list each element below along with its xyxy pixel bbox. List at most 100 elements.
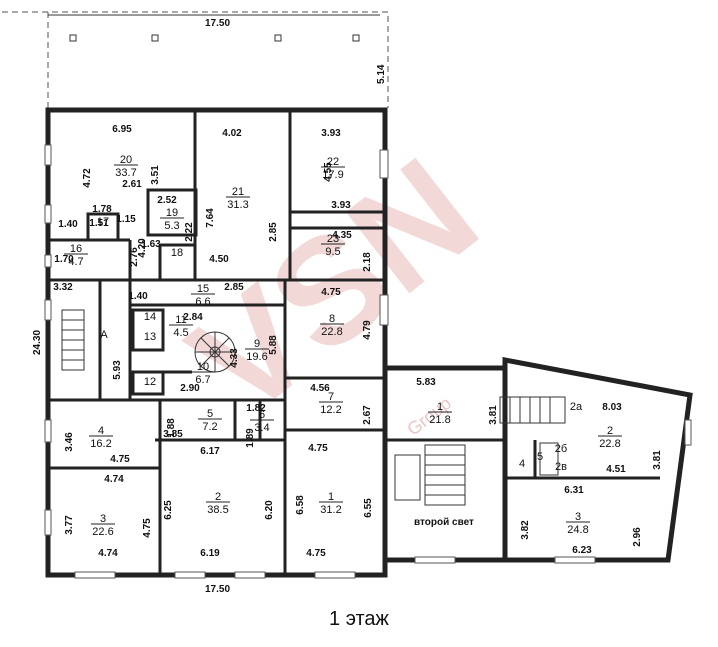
dimension-label: 6.23: [572, 545, 592, 556]
dimension-label: 2.52: [157, 195, 177, 206]
room-number: 7: [328, 391, 334, 403]
room-area: 5.3: [164, 220, 179, 232]
room-r18: 18: [171, 247, 183, 259]
room-number: 12: [144, 376, 156, 388]
room-r16: 164.7: [64, 243, 88, 268]
dimension-label: 6.20: [264, 500, 275, 520]
room-number: 19: [166, 207, 178, 219]
room-number: 20: [120, 154, 132, 166]
room-area: 38.5: [207, 504, 228, 516]
room-r6: 63.4: [250, 409, 274, 434]
room-r8: 822.8: [320, 313, 344, 338]
room-number: 6: [259, 409, 265, 421]
room-r19: 195.3: [160, 207, 184, 232]
room-area: 9.5: [325, 246, 340, 258]
room-number: 11: [175, 314, 186, 326]
room-number: 2a: [570, 401, 583, 413]
dimension-label: 1.40: [128, 291, 148, 302]
dimension-label: 2.84: [183, 312, 203, 323]
dimension-label: 3.85: [163, 429, 183, 440]
dim-bottom-width: 17.50: [205, 584, 230, 595]
dimension-label: 4.75: [321, 287, 341, 298]
room-area: 19.6: [246, 351, 267, 363]
dimension-label: 3.81: [652, 450, 663, 470]
dimension-label: 6.19: [200, 548, 220, 559]
room-number: 1: [437, 401, 443, 413]
room-r10: 106.7: [191, 361, 215, 386]
dimension-label: 3.82: [520, 520, 531, 540]
room-area: 4.7: [68, 256, 83, 268]
room-area: 4.5: [173, 327, 188, 339]
room-number: 17: [97, 216, 109, 228]
room-number: 16: [70, 243, 82, 255]
room-number: 5: [207, 408, 213, 420]
dimension-label: 6.25: [163, 500, 174, 520]
room-r14: 14: [144, 311, 156, 323]
dimension-label: 1.78: [92, 204, 112, 215]
windows: [44, 144, 389, 579]
room-rA: A: [100, 329, 108, 341]
room-r15: 156.6: [191, 283, 215, 308]
dimension-label: 4.79: [362, 320, 373, 340]
dimension-label: 2.18: [362, 252, 373, 272]
dimension-label: 1.15: [116, 214, 136, 225]
room-number: 4: [98, 425, 104, 437]
dimension-label: 7.64: [205, 208, 216, 228]
room-number: 13: [144, 331, 156, 343]
dimension-label: 4.74: [104, 474, 124, 485]
second-light-label: второй свет: [414, 517, 474, 528]
dimension-label: 1.82: [246, 403, 266, 414]
room-e1: 121.8: [428, 401, 452, 426]
room-area: 31.2: [320, 504, 341, 516]
room-area: 6.7: [195, 374, 210, 386]
terrace: 17.50 5.14: [0, 11, 389, 108]
dim-terrace-depth: 5.14: [376, 64, 387, 84]
room-area: 21.8: [429, 414, 450, 426]
room-number: 23: [327, 233, 339, 245]
room-number: 3: [100, 513, 106, 525]
dimension-label: 2.22: [184, 222, 195, 242]
dimension-label: 8.03: [602, 402, 622, 413]
dimension-label: 6.55: [363, 498, 374, 518]
room-number: 18: [171, 247, 183, 259]
room-area: 12.2: [320, 404, 341, 416]
dim-left-height: 24.30: [32, 330, 43, 355]
dimension-label: 1.70: [54, 254, 74, 265]
dimension-label: 1.40: [58, 219, 78, 230]
dimension-label: 2.61: [122, 179, 142, 190]
room-number: 8: [329, 313, 335, 325]
dimension-label: 6.58: [295, 495, 306, 515]
room-number: 9: [254, 338, 260, 350]
room-r17: 17: [97, 216, 109, 228]
room-r11: 114.5: [169, 314, 193, 339]
dimension-label: 1.89: [245, 428, 256, 448]
dimension-label: 4.02: [222, 128, 242, 139]
room-area: 17.9: [322, 169, 343, 181]
dimension-label: 3.93: [331, 200, 351, 211]
room-area: 6.6: [195, 296, 210, 308]
dimension-label: 6.95: [112, 124, 132, 135]
room-e2: 222.8: [598, 425, 622, 450]
room-r9: 919.6: [245, 338, 269, 363]
dimension-label: 4.51: [606, 464, 626, 475]
dimension-label: 2.67: [362, 405, 373, 425]
room-area: 22.8: [599, 438, 620, 450]
room-e4: 4: [519, 458, 525, 470]
dimension-label: 1.63: [141, 239, 161, 250]
dimension-label: 4.56: [310, 383, 330, 394]
room-r1: 131.2: [319, 491, 343, 516]
room-number: 2б: [555, 443, 567, 455]
room-area: 24.8: [567, 524, 588, 536]
room-r2: 238.5: [206, 491, 230, 516]
dimension-label: 3.81: [488, 405, 499, 425]
dimension-label: 4.50: [209, 254, 229, 265]
room-e2b: 2б: [555, 443, 567, 455]
room-area: 22.6: [92, 526, 113, 538]
dimension-label: 1.88: [166, 418, 177, 438]
dimension-label: 4.75: [110, 454, 130, 465]
room-number: 2: [215, 491, 221, 503]
dimension-label: 2.85: [268, 222, 279, 242]
